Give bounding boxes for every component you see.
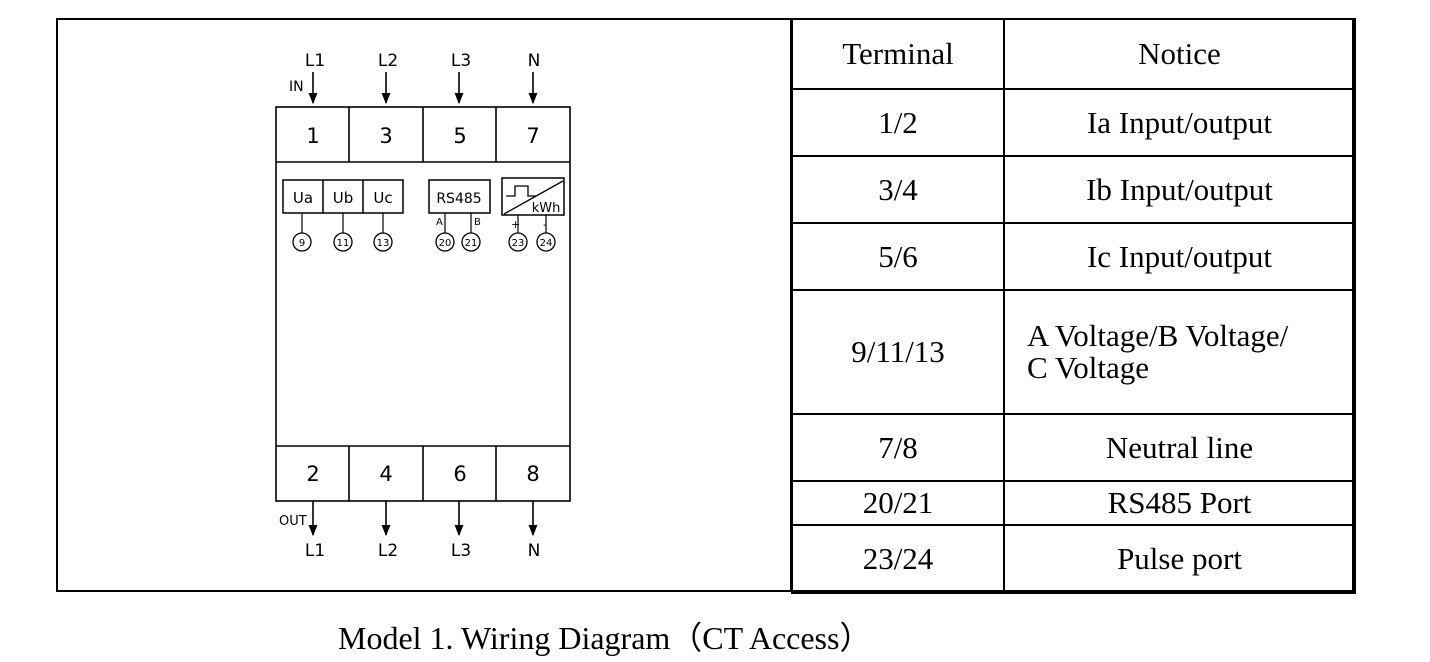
meter-body bbox=[275, 106, 571, 502]
header-terminal: Terminal bbox=[791, 18, 1005, 90]
terminal-table: Terminal Notice 1/2 Ia Input/output 3/4 … bbox=[791, 18, 1356, 594]
voltage-label-ua: Ua bbox=[293, 189, 313, 207]
terminal-2: 2 bbox=[306, 462, 319, 486]
figure-caption: Model 1. Wiring Diagram（CT Access） bbox=[338, 620, 872, 656]
terminal-4: 4 bbox=[379, 462, 392, 486]
pin-21-label: 21 bbox=[465, 238, 478, 249]
terminal-7: 7 bbox=[526, 124, 539, 148]
bottom-line-labels: L1 L2 L3 N bbox=[305, 541, 541, 561]
frame-divider bbox=[790, 18, 792, 592]
row-notice: Ia Input/output bbox=[1003, 88, 1356, 157]
row-notice: A Voltage/B Voltage/ C Voltage bbox=[1003, 289, 1356, 415]
row-terminal: 7/8 bbox=[791, 413, 1005, 482]
rs485-pin-b-label: B bbox=[474, 217, 481, 228]
top-arrows bbox=[308, 72, 538, 105]
bottom-arrows bbox=[308, 501, 538, 537]
pin-24 bbox=[536, 232, 556, 252]
row-terminal: 23/24 bbox=[791, 524, 1005, 594]
row-terminal: 20/21 bbox=[791, 480, 1005, 526]
row-terminal: 5/6 bbox=[791, 222, 1005, 291]
pin-9-label: 9 bbox=[299, 238, 305, 249]
terminal-6: 6 bbox=[453, 462, 466, 486]
pin-11 bbox=[333, 232, 353, 252]
pin-11-label: 11 bbox=[337, 238, 350, 249]
row-notice-line-2: C Voltage bbox=[1027, 350, 1150, 385]
top-line-labels: L1 L2 L3 N bbox=[305, 51, 541, 71]
pin-13-label: 13 bbox=[377, 238, 390, 249]
table-header-row: Terminal Notice bbox=[791, 18, 1356, 90]
row-notice: Ib Input/output bbox=[1003, 155, 1356, 224]
top-line-l1: L1 bbox=[305, 51, 325, 71]
wiring-diagram: IN L1 L2 L3 N 1 3 5 7 Ua Ub Uc bbox=[275, 51, 571, 561]
pulse-box bbox=[501, 177, 565, 216]
in-label: IN bbox=[289, 79, 304, 95]
voltage-label-ub: Ub bbox=[333, 189, 354, 207]
pin-9 bbox=[292, 232, 312, 252]
row-notice: Pulse port bbox=[1003, 524, 1356, 594]
terminal-8: 8 bbox=[526, 462, 539, 486]
top-line-l2: L2 bbox=[378, 51, 398, 71]
rs485-box bbox=[428, 179, 491, 214]
pin-24-label: 24 bbox=[540, 238, 553, 249]
table-row: 5/6 Ic Input/output bbox=[791, 222, 1356, 291]
pin-23 bbox=[508, 232, 528, 252]
pulse-pin-plus-label: + bbox=[511, 218, 520, 231]
voltage-label-uc: Uc bbox=[373, 189, 392, 207]
top-terminal-block bbox=[276, 107, 570, 163]
pulse-pin-minus-label: - bbox=[543, 218, 547, 231]
voltage-inputs: Ua Ub Uc 9 11 13 bbox=[282, 179, 404, 252]
pin-13 bbox=[373, 232, 393, 252]
bottom-line-n: N bbox=[528, 541, 541, 561]
row-terminal: 1/2 bbox=[791, 88, 1005, 157]
rs485-port: RS485 A B 20 21 bbox=[428, 179, 491, 252]
table-row: 9/11/13 A Voltage/B Voltage/ C Voltage bbox=[791, 289, 1356, 415]
row-notice-line-1: A Voltage/B Voltage/ bbox=[1027, 318, 1289, 353]
pulse-port: kWh + - 23 24 bbox=[501, 177, 565, 252]
terminal-3: 3 bbox=[379, 124, 392, 148]
bottom-terminal-block bbox=[276, 445, 570, 501]
top-line-n: N bbox=[528, 51, 541, 71]
row-notice: RS485 Port bbox=[1003, 480, 1356, 526]
bottom-terminal-numbers: 2 4 6 8 bbox=[306, 462, 539, 486]
bottom-line-l3: L3 bbox=[451, 541, 471, 561]
terminal-5: 5 bbox=[453, 124, 466, 148]
row-terminal: 3/4 bbox=[791, 155, 1005, 224]
row-notice: Ic Input/output bbox=[1003, 222, 1356, 291]
table-row: 23/24 Pulse port bbox=[791, 524, 1356, 594]
header-notice: Notice bbox=[1003, 18, 1356, 90]
bottom-line-l1: L1 bbox=[305, 541, 325, 561]
pulse-kwh-label: kWh bbox=[532, 201, 561, 216]
top-terminal-numbers: 1 3 5 7 bbox=[306, 124, 539, 148]
terminal-1: 1 bbox=[306, 124, 319, 148]
row-terminal: 9/11/13 bbox=[791, 289, 1005, 415]
row-notice: Neutral line bbox=[1003, 413, 1356, 482]
table-row: 1/2 Ia Input/output bbox=[791, 88, 1356, 157]
pin-21 bbox=[461, 232, 481, 252]
out-label: OUT bbox=[279, 514, 307, 529]
pin-23-label: 23 bbox=[512, 238, 525, 249]
rs485-pin-a-label: A bbox=[436, 217, 443, 228]
rs485-label: RS485 bbox=[436, 191, 481, 207]
bottom-line-l2: L2 bbox=[378, 541, 398, 561]
pulse-waveform-icon bbox=[506, 185, 536, 197]
pulse-diagonal bbox=[503, 180, 564, 215]
table-row: 7/8 Neutral line bbox=[791, 413, 1356, 482]
pin-20-label: 20 bbox=[439, 238, 452, 249]
table-row: 3/4 Ib Input/output bbox=[791, 155, 1356, 224]
pin-20 bbox=[435, 232, 455, 252]
table-row: 20/21 RS485 Port bbox=[791, 480, 1356, 526]
top-line-l3: L3 bbox=[451, 51, 471, 71]
